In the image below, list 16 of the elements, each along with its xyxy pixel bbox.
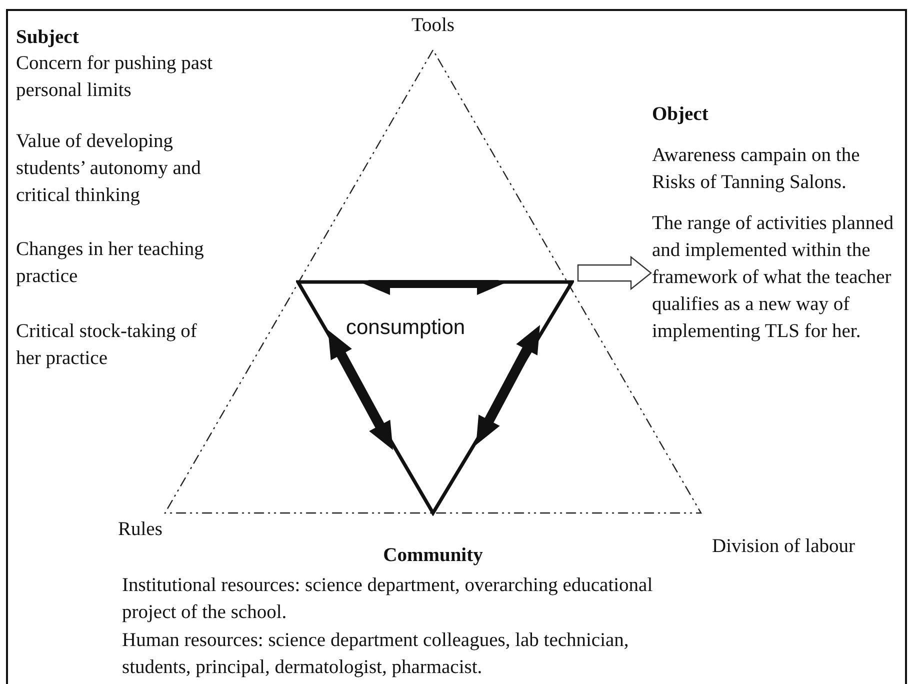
- heading: Subject: [16, 27, 79, 48]
- paragraph: Human resources: science department colleagues, lab technician, students, principal, dermatologist, pharmacist.: [122, 630, 629, 678]
- paragraph: Awareness campain on the Risks of Tanning Salons.: [652, 145, 860, 193]
- paragraph: Concern for pushing past personal limits: [16, 53, 213, 101]
- paragraph: The range of activities planned and implemented within the framework of what the teacher qualifies as a new way of implementing TLS for her.: [652, 213, 894, 342]
- vertex-label: Rules: [118, 519, 162, 540]
- heading: Object: [652, 104, 708, 125]
- heading: Community: [383, 545, 483, 566]
- hollow-arrow: [577, 256, 652, 290]
- center-label: consumption: [346, 315, 466, 341]
- paragraph: Value of developing students’ autonomy and critical thinking: [16, 131, 201, 206]
- paragraph: Changes in her teaching practice: [16, 239, 204, 287]
- vertex-label: Tools: [411, 15, 455, 36]
- paragraph: Critical stock-taking of her practice: [16, 321, 197, 369]
- vertex-label: Division of labour: [712, 536, 855, 557]
- paragraph: Institutional resources: science department, overarching educational project of the school.: [122, 575, 653, 623]
